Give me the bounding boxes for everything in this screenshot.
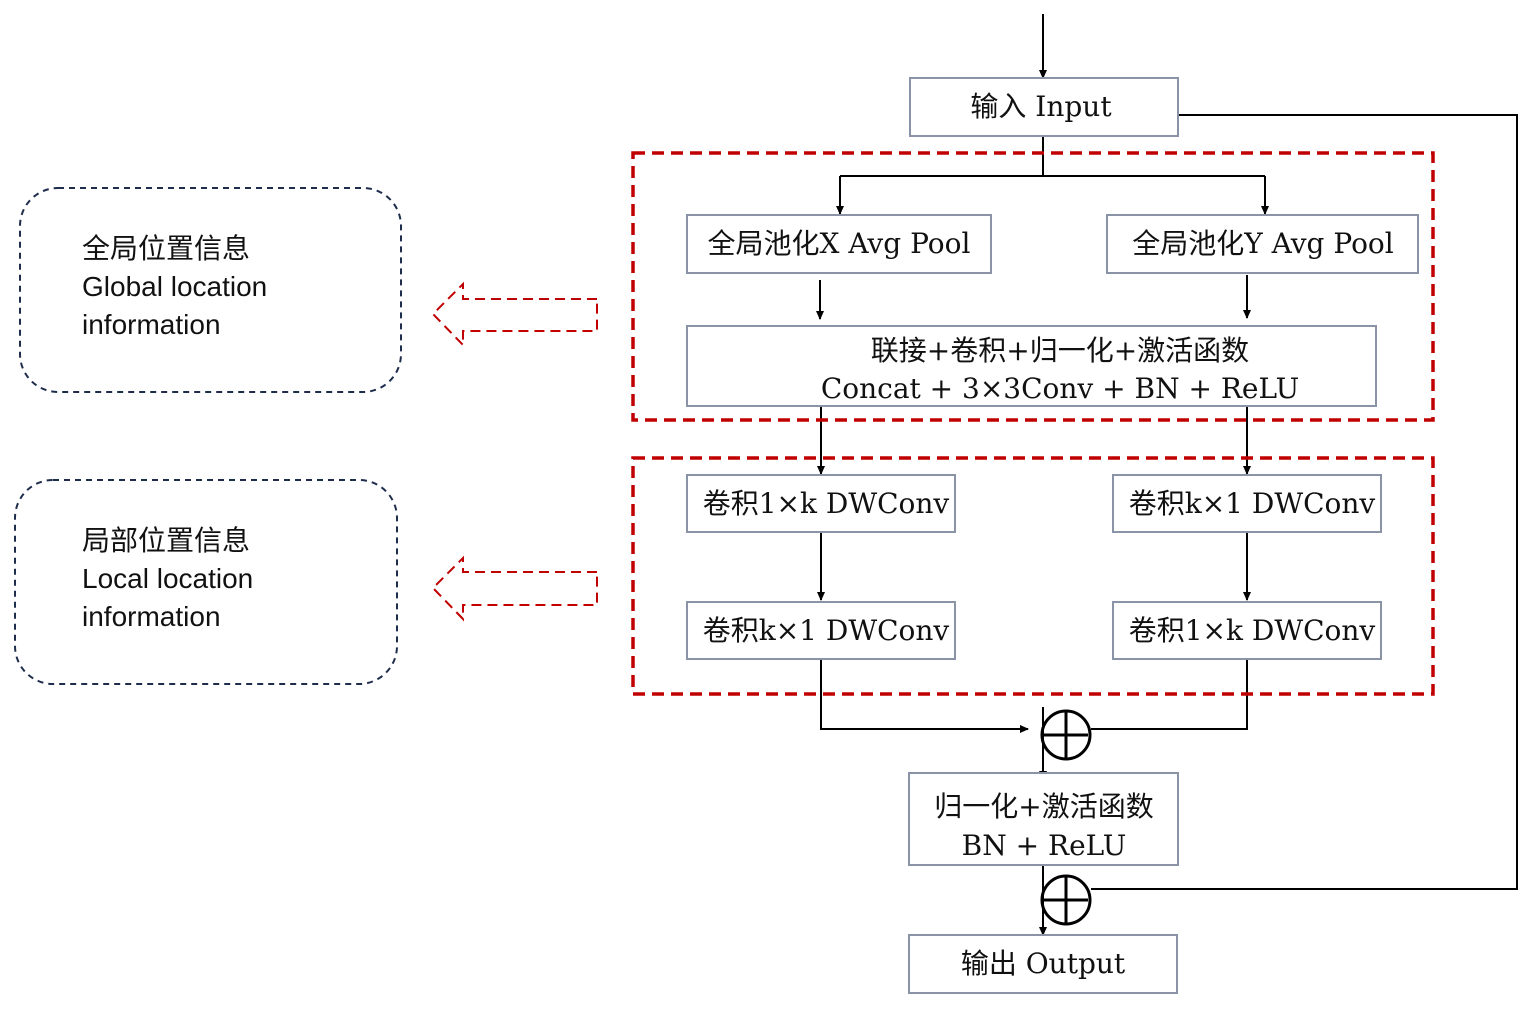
local-indicator-arrow (431, 555, 598, 622)
add-node-1 (1040, 709, 1092, 761)
residual-skip-line (1091, 114, 1518, 890)
bn-relu-node: 归一化+激活函数 BN + ReLU (908, 772, 1179, 866)
add-node-2 (1040, 874, 1092, 926)
right-branch-to-add-line (1091, 659, 1248, 730)
conv-right-bottom-node: 卷积1×k DWConv (1112, 601, 1382, 660)
bn-relu-label-en: BN + ReLU (962, 829, 1127, 862)
output-node: 输出 Output (908, 934, 1178, 994)
pool-y-node: 全局池化Y Avg Pool (1106, 214, 1419, 274)
bn-relu-label-cn: 归一化+激活函数 (934, 790, 1153, 823)
global-indicator-arrow (431, 281, 598, 348)
global-legend-en-line2: information (82, 309, 221, 340)
input-label: 输入 Input (970, 90, 1112, 123)
local-legend-en-line2: information (82, 601, 221, 632)
concat-node: 联接+卷积+归一化+激活函数 Concat + 3×3Conv + BN + R… (686, 325, 1377, 407)
local-legend-en-line1: Local location (82, 563, 253, 594)
pool-x-node: 全局池化X Avg Pool (686, 214, 992, 274)
conv-left-bottom-node: 卷积k×1 DWConv (686, 601, 956, 660)
pool-x-label: 全局池化X Avg Pool (708, 227, 971, 260)
global-legend-cn: 全局位置信息 (82, 232, 250, 265)
global-legend-en-line1: Global location (82, 271, 267, 302)
concat-label-en: Concat + 3×3Conv + BN + ReLU (821, 372, 1299, 405)
local-legend-cn: 局部位置信息 (82, 524, 250, 557)
pool-y-label: 全局池化Y Avg Pool (1132, 227, 1394, 260)
conv-right-top-label: 卷积k×1 DWConv (1129, 487, 1376, 520)
left-branch-to-add-arrow (820, 659, 1029, 733)
conv-right-top-node: 卷积k×1 DWConv (1112, 474, 1382, 533)
output-label: 输出 Output (961, 947, 1126, 980)
conv-right-bottom-label: 卷积1×k DWConv (1129, 614, 1376, 647)
input-node: 输入 Input (909, 77, 1179, 137)
global-group-dashed-frame (631, 151, 1435, 422)
conv-left-top-node: 卷积1×k DWConv (686, 474, 956, 533)
local-legend: 局部位置信息 Local location information (14, 479, 398, 685)
conv-left-top-label: 卷积1×k DWConv (703, 487, 950, 520)
concat-label-cn: 联接+卷积+归一化+激活函数 (871, 334, 1249, 367)
local-group-dashed-frame (631, 456, 1435, 696)
global-legend: 全局位置信息 Global location information (19, 187, 402, 393)
conv-left-bottom-label: 卷积k×1 DWConv (703, 614, 950, 647)
